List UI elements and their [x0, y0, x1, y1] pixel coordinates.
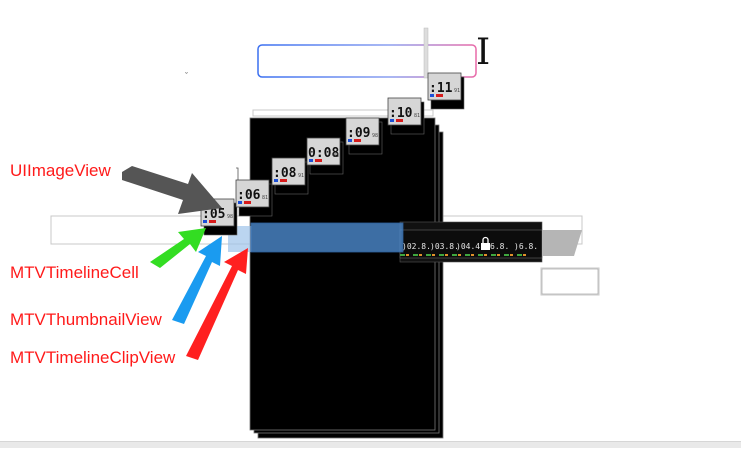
- timeline-tick-green: [504, 254, 509, 256]
- thumbnail-tag-blue: [348, 139, 352, 142]
- small-view-wireframe: [540, 267, 600, 296]
- timeline-tick-orange: [497, 254, 500, 256]
- thumbnail-time-text: :05: [202, 207, 225, 222]
- thumbnail-sub-text: 98: [227, 214, 233, 220]
- annotation-mtvtimelineclipview: MTVTimelineClipView: [10, 348, 176, 367]
- text-field-wireframe[interactable]: [257, 44, 477, 78]
- timeline-strip-ticks: [400, 254, 526, 256]
- text-cursor-icon: I: [476, 32, 490, 73]
- arrow-image-view: [122, 166, 222, 214]
- thumbnail-tag-red: [280, 179, 287, 182]
- thumbnail-time-text: :10: [389, 106, 413, 121]
- timeline-strip-label: )04.4.: [456, 242, 485, 251]
- thumbnail-sub-text: 91: [298, 173, 304, 179]
- timeline-tick-orange: [523, 254, 526, 256]
- annotation-mtvthumbnailview: MTVThumbnailView: [10, 310, 162, 329]
- timeline-strip-label: )02.8.: [402, 242, 431, 251]
- thumbnail-time-text: :09: [347, 126, 370, 141]
- timeline-tick-green: [491, 254, 496, 256]
- timeline-strip-label: 6.8.: [490, 242, 509, 251]
- thumbnail-tag-red: [436, 94, 443, 97]
- thumbnail-time-text: :06: [237, 188, 261, 203]
- thumbnail-sub-text: 81: [262, 195, 268, 201]
- thumbnail-sub-text: 98: [372, 133, 378, 139]
- timeline-tick-green: [439, 254, 444, 256]
- thumbnail-tag-red: [396, 119, 403, 122]
- timeline-tick-orange: [406, 254, 409, 256]
- text-field-inner-layer: [423, 27, 429, 79]
- thumbnail-tag-blue: [274, 179, 278, 182]
- timeline-tick-orange: [458, 254, 461, 256]
- thumbnail-sub-text: 83: [333, 153, 339, 159]
- lock-icon: [481, 236, 490, 250]
- timeline-tick-orange: [484, 254, 487, 256]
- collection-view-wireframe: [252, 109, 434, 117]
- thumbnail-tag-red: [315, 159, 322, 162]
- timeline-tick-orange: [471, 254, 474, 256]
- timeline-strip-label: )6.8.: [514, 242, 538, 251]
- thumbnail-sub-text: 81: [414, 113, 420, 119]
- timeline-tick-orange: [445, 254, 448, 256]
- timeline-tick-green: [478, 254, 483, 256]
- timeline-tick-green: [413, 254, 418, 256]
- timeline-tick-green: [426, 254, 431, 256]
- small-glyph: ˇ: [185, 71, 188, 81]
- arrow-thumbnail-view: [172, 236, 222, 324]
- annotation-mtvtimelinecell: MTVTimelineCell: [10, 263, 139, 282]
- thumbnail-tag-blue: [238, 201, 242, 204]
- timeline-tick-green: [452, 254, 457, 256]
- timeline-strip-label: )03.8.: [430, 242, 459, 251]
- timeline-strip-labels: )02.8.)03.8.)04.4. 6.8. )6.8.: [402, 242, 538, 251]
- thumbnail-tag-blue: [309, 159, 313, 162]
- timeline-tick-green: [400, 254, 405, 256]
- clip-view-highlight[interactable]: [250, 222, 404, 253]
- annotation-uiimageview: UIImageView: [10, 161, 111, 180]
- timeline-tick-orange: [419, 254, 422, 256]
- arrow-clip-view: [186, 248, 248, 360]
- thumbnail-time-text: :08: [273, 166, 297, 181]
- bottom-edge-bar: [0, 441, 741, 448]
- thumbnail-tag-red: [354, 139, 361, 142]
- thumbnail-tag-blue: [203, 220, 207, 223]
- arrow-timeline-cell: [150, 228, 206, 268]
- thumbnail-sub-text: 91: [454, 88, 460, 94]
- thumbnail-time-text: :11: [429, 81, 453, 96]
- small-view-inner-wireframe: [541, 268, 599, 295]
- thumbnail-tag-blue: [430, 94, 434, 97]
- thumbnail-tag-red: [209, 220, 216, 223]
- thumbnail-tag-blue: [390, 119, 394, 122]
- timeline-tick-green: [465, 254, 470, 256]
- timeline-strip-tail: [542, 230, 582, 256]
- timeline-tick-orange: [432, 254, 435, 256]
- thumbnail-tag-red: [244, 201, 251, 204]
- thumbnail-time-text: 0:08: [308, 146, 339, 161]
- wireframe-corner: [236, 167, 239, 182]
- timeline-tick-green: [517, 254, 522, 256]
- timeline-tick-orange: [510, 254, 513, 256]
